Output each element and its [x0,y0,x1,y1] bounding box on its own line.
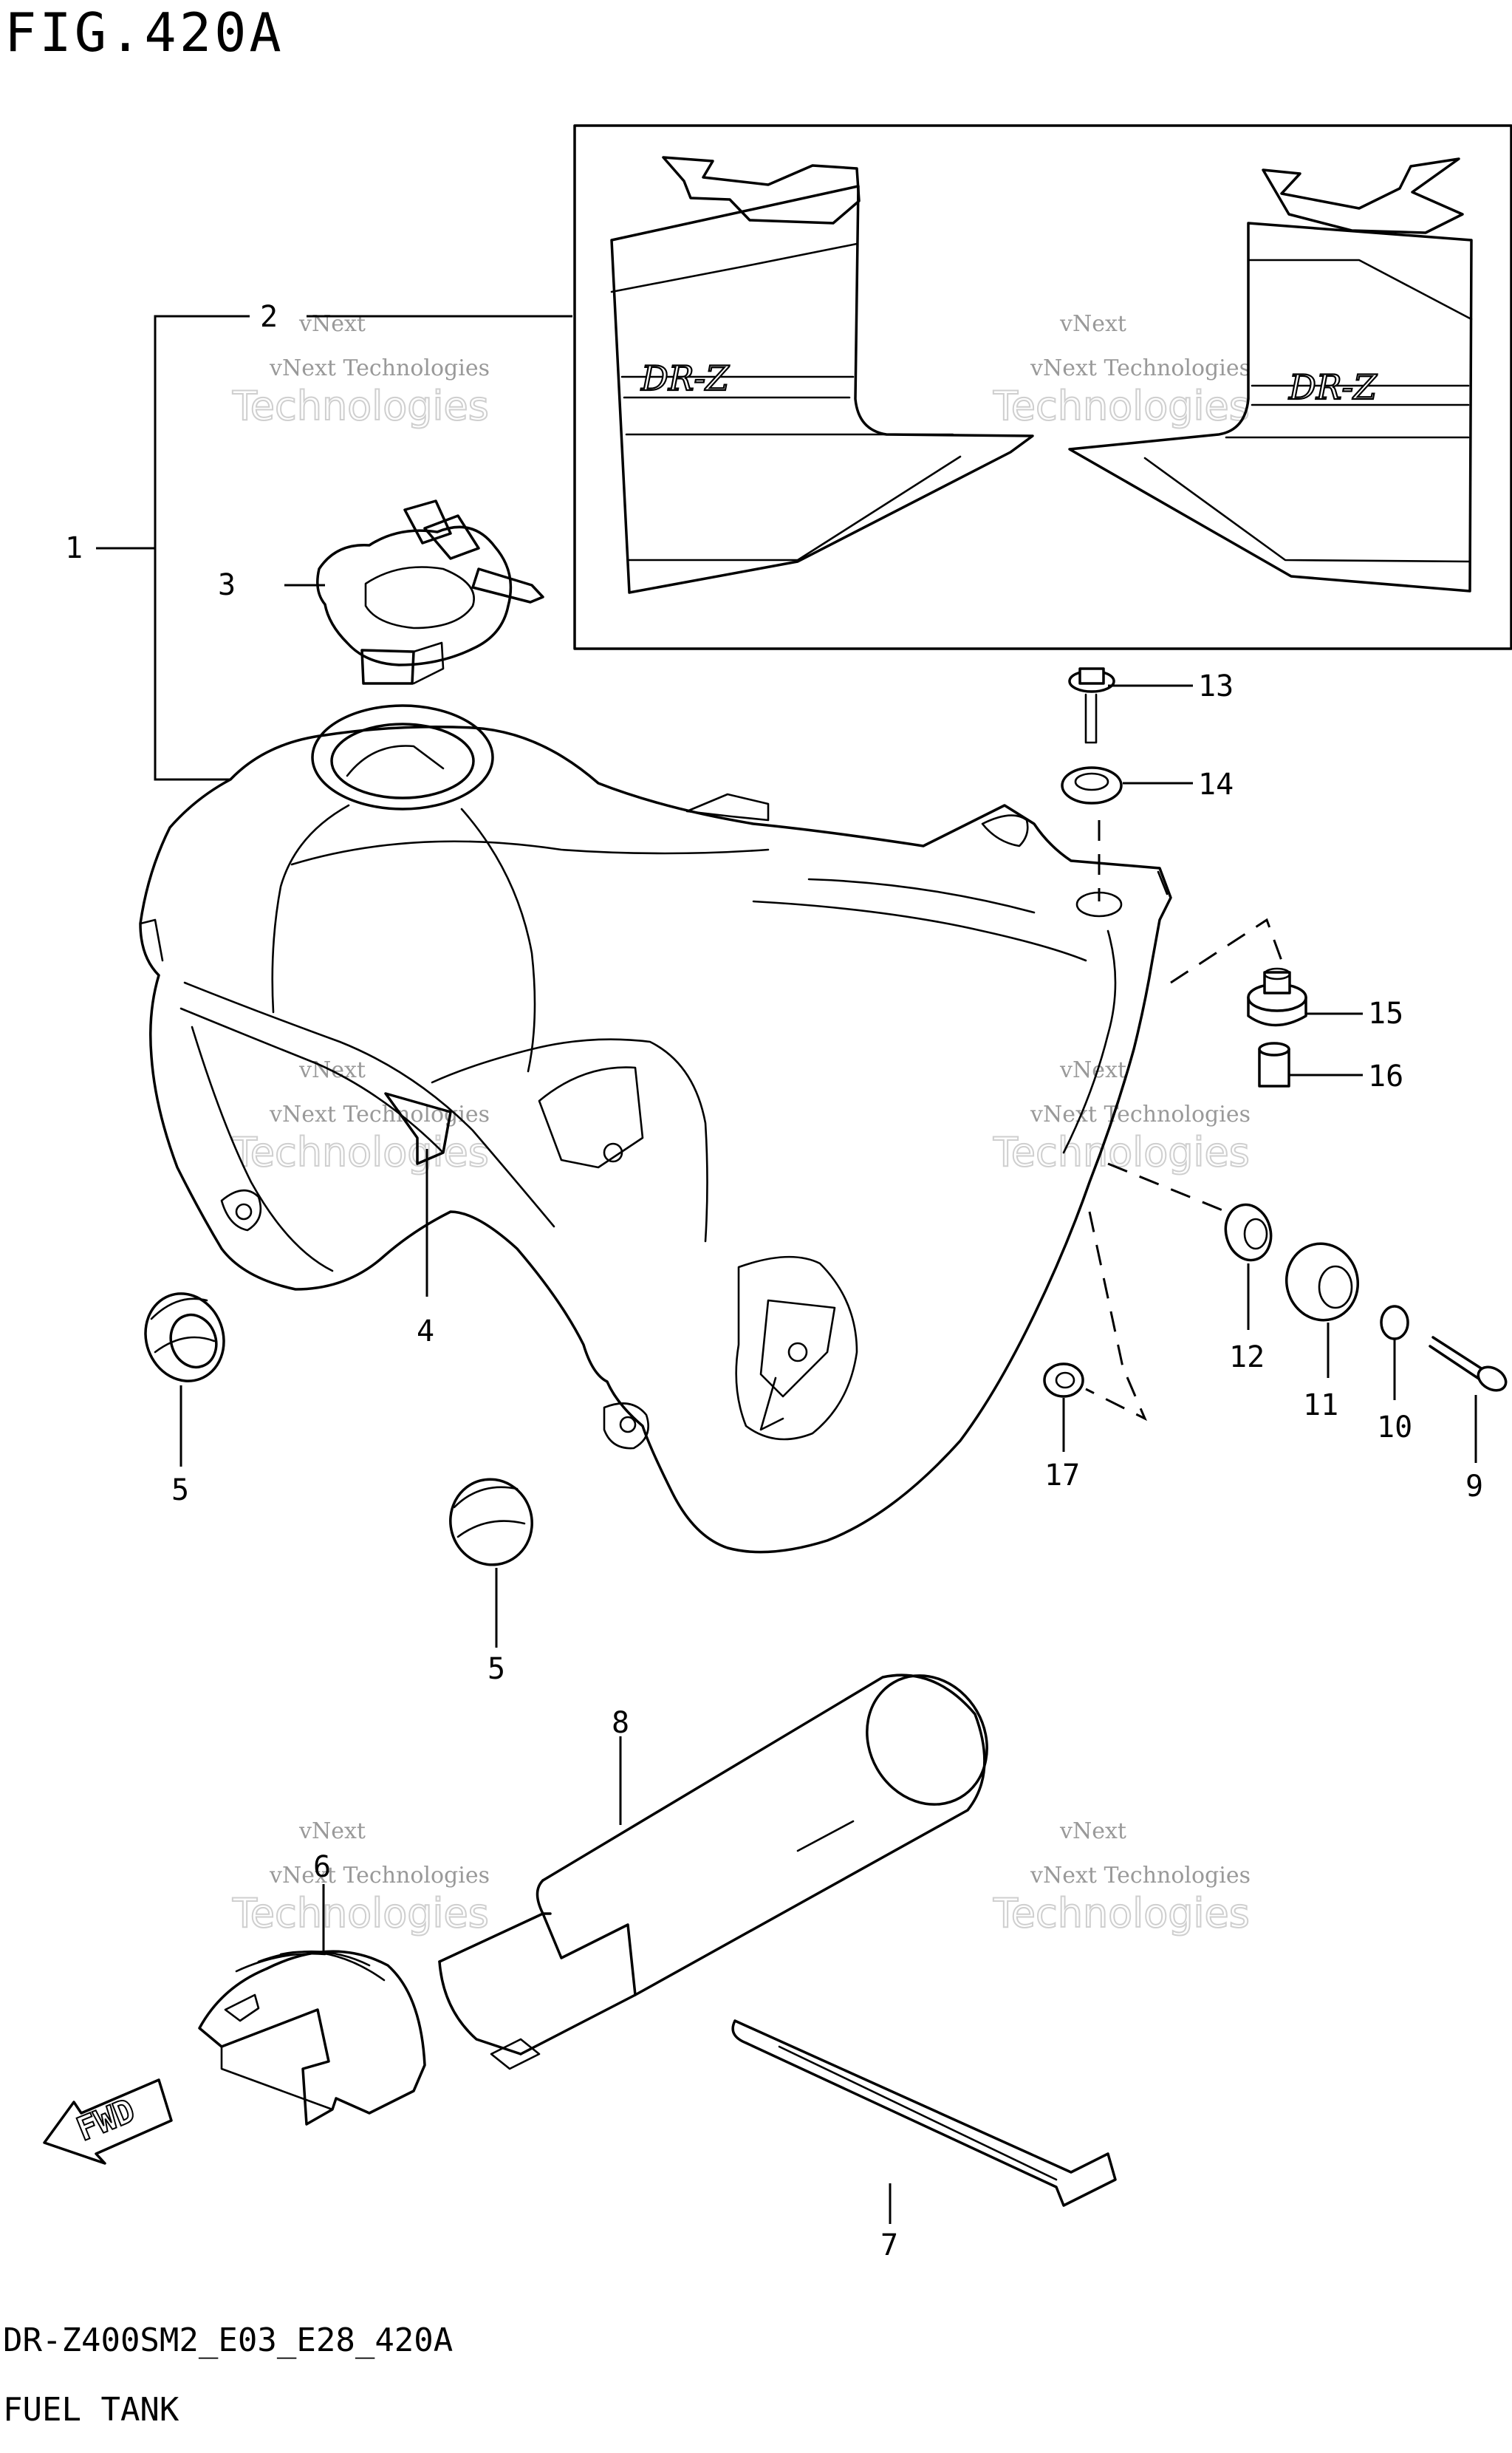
callout-5-left[interactable]: 5 [171,1473,189,1507]
assembly-axes [1085,820,1283,1422]
watermark-line2: vNext Technologies [269,1102,490,1127]
callout-1[interactable]: 1 [65,531,83,565]
callout-5-bottom[interactable]: 5 [488,1652,505,1686]
decal-right: DR-Z [1068,157,1473,593]
decal-left: DR-Z [610,156,1034,594]
callout-10[interactable]: 10 [1377,1410,1412,1444]
fuel-tank[interactable] [139,704,1172,1554]
collar-16[interactable] [1258,1042,1290,1088]
watermark-bottom-right: vNext vNext Technologies Technologies [992,1818,1251,1937]
watermark-line1: vNext [1059,1057,1126,1083]
watermark-line3: Technologies [232,1129,489,1176]
hose-clip[interactable] [384,1092,452,1165]
watermark-line2: vNext Technologies [269,355,490,381]
callout-9[interactable]: 9 [1465,1470,1483,1504]
nut-17[interactable] [1043,1362,1084,1398]
bolt-9[interactable] [1429,1336,1510,1395]
watermark-line2: vNext Technologies [1030,1102,1251,1127]
callout-3[interactable]: 3 [218,568,236,602]
watermark-line3: Technologies [993,383,1250,429]
callout-12[interactable]: 12 [1229,1340,1265,1374]
cushion-15[interactable] [1247,967,1307,1027]
protector-6[interactable] [198,1950,426,2126]
callout-15[interactable]: 15 [1368,997,1403,1031]
fuel-cap[interactable] [316,499,544,685]
callout-labels: 1 2 3 4 5 5 6 7 8 9 10 11 12 13 14 15 16… [65,300,1483,2262]
bolt-13[interactable] [1068,667,1115,744]
model-code: DR-Z400SM2_E03_E28_420A [3,2321,454,2359]
figure-title: FIG.420A [4,1,284,64]
callout-4[interactable]: 4 [417,1314,434,1348]
callout-17[interactable]: 17 [1044,1459,1080,1492]
watermark-top-right: vNext vNext Technologies Technologies [992,311,1251,430]
watermark-line2: vNext Technologies [1030,355,1251,381]
watermark-line2: vNext Technologies [1030,1863,1251,1889]
cushion-11[interactable] [1278,1235,1366,1328]
grommet-14[interactable] [1061,766,1123,805]
cushion-left[interactable] [134,1283,236,1392]
cable-tie-7[interactable] [731,2019,1117,2207]
assembly-bracket [96,315,572,781]
callout-16[interactable]: 16 [1368,1060,1403,1094]
hose-8[interactable] [438,1654,1010,2070]
forward-direction-arrow: FWD [43,2078,173,2165]
callout-6[interactable]: 6 [313,1850,331,1884]
leader-lines [179,584,1477,2224]
watermark-line1: vNext [298,311,366,337]
cushion-12[interactable] [1219,1200,1277,1266]
watermark-mid-right: vNext vNext Technologies Technologies [992,1057,1251,1176]
decal-text-left: DR-Z [640,358,730,398]
callout-7[interactable]: 7 [880,2228,898,2262]
decal-set[interactable]: DR-Z DR-Z [573,124,1512,650]
collar-10[interactable] [1380,1305,1409,1340]
watermark-line3: Technologies [993,1890,1250,1937]
watermark-line2: vNext Technologies [269,1863,490,1889]
watermark-line1: vNext [1059,1818,1126,1844]
watermark-line3: Technologies [232,383,489,429]
callout-8[interactable]: 8 [612,1706,629,1740]
callout-11[interactable]: 11 [1303,1388,1338,1422]
watermark-line1: vNext [1059,311,1126,337]
section-name: FUEL TANK [3,2391,179,2429]
callout-13[interactable]: 13 [1198,669,1234,703]
callout-14[interactable]: 14 [1198,768,1234,802]
decal-frame [573,124,1512,650]
callout-2[interactable]: 2 [260,300,278,334]
cushion-bottom[interactable] [441,1470,541,1575]
watermark-line3: Technologies [232,1890,489,1937]
watermark-line1: vNext [298,1818,366,1844]
decal-text-right: DR-Z [1288,367,1378,407]
watermark-bottom-left: vNext vNext Technologies Technologies [231,1818,490,1937]
